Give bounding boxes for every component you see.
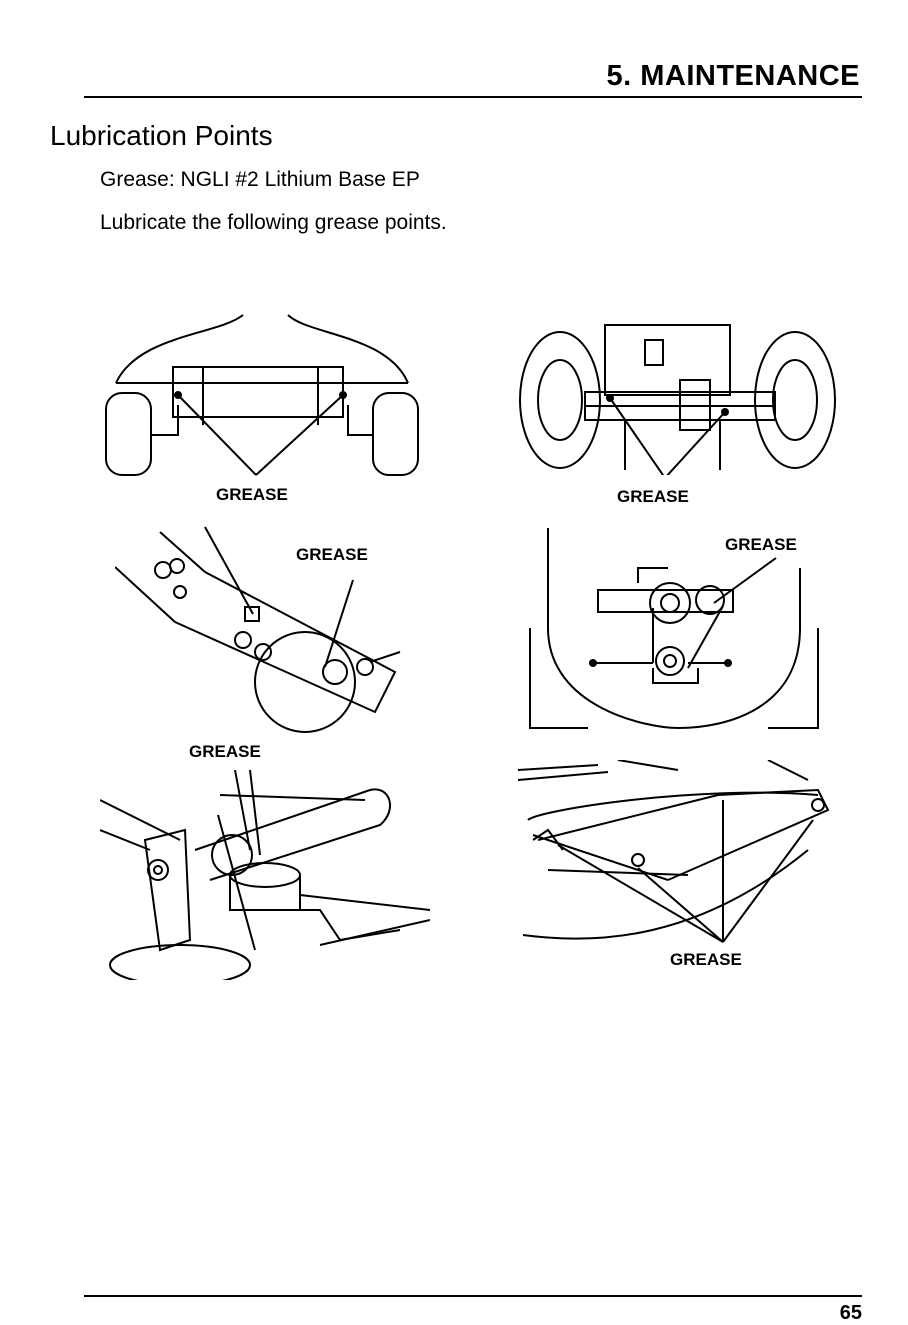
grease-label-deck-frame: GREASE <box>670 950 742 970</box>
grease-spec: Grease: NGLI #2 Lithium Base EP <box>100 168 420 192</box>
belt-pulley-figure <box>528 528 828 738</box>
page-heading: Lubrication Points <box>50 120 273 152</box>
grease-label-belt-pulley: GREASE <box>725 535 797 555</box>
deck-frame-figure <box>518 760 838 945</box>
rear-axle-figure <box>515 320 840 475</box>
front-axle-figure <box>98 305 428 485</box>
spindle-figure <box>100 770 430 980</box>
instruction-text: Lubricate the following grease points. <box>100 211 447 235</box>
grease-label-pivot-arm: GREASE <box>296 545 368 565</box>
footer-rule <box>84 1295 862 1297</box>
page-number: 65 <box>840 1302 862 1325</box>
header-rule <box>84 96 862 98</box>
grease-label-spindle: GREASE <box>189 742 261 762</box>
section-title: 5. MAINTENANCE <box>606 60 860 93</box>
grease-label-front-axle: GREASE <box>216 485 288 505</box>
grease-label-rear-axle: GREASE <box>617 487 689 507</box>
